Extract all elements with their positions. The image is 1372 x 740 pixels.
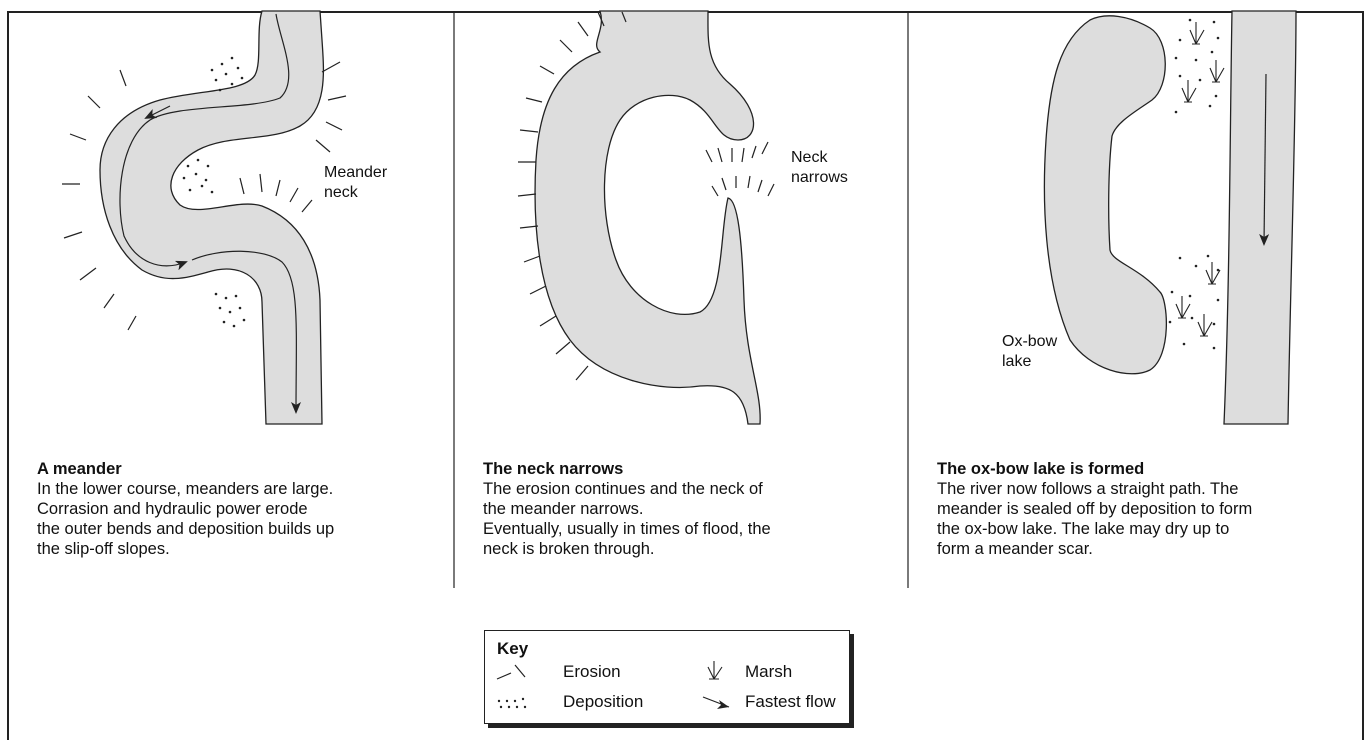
caption-ox-bow: The ox-bow lake is formed The river now … [937,459,1362,559]
caption-title: A meander [37,459,449,479]
narrowing-meander [535,11,760,424]
erosion-symbol [497,665,525,679]
key-erosion: Erosion [563,662,621,682]
ox-bow-lake-label: Ox-bow lake [1002,332,1057,372]
caption-body: The erosion continues and the neck of th… [483,479,895,559]
deposition-dots [1169,19,1220,350]
ox-bow-lake [1044,16,1166,374]
deposition-symbol [498,698,526,708]
meander-river [100,11,323,424]
caption-title: The neck narrows [483,459,895,479]
caption-title: The ox-bow lake is formed [937,459,1362,479]
caption-neck-narrows: The neck narrows The erosion continues a… [483,459,895,559]
fastest-flow-symbol [703,697,729,709]
marsh-symbol [708,661,722,679]
caption-body: The river now follows a straight path. T… [937,479,1362,559]
key-deposition: Deposition [563,692,643,712]
meander-neck-label: Meander neck [324,163,387,203]
neck-narrows-label: Neck narrows [791,148,848,188]
key-title: Key [497,639,528,659]
legend-key: Key Erosion Marsh Deposition Fastest flo… [484,630,850,724]
marsh-symbols [1176,22,1224,336]
key-fastest-flow: Fastest flow [745,692,836,712]
caption-meander: A meander In the lower course, meanders … [37,459,449,559]
key-marsh: Marsh [745,662,792,682]
straight-river [1224,11,1296,424]
caption-body: In the lower course, meanders are large.… [37,479,449,559]
